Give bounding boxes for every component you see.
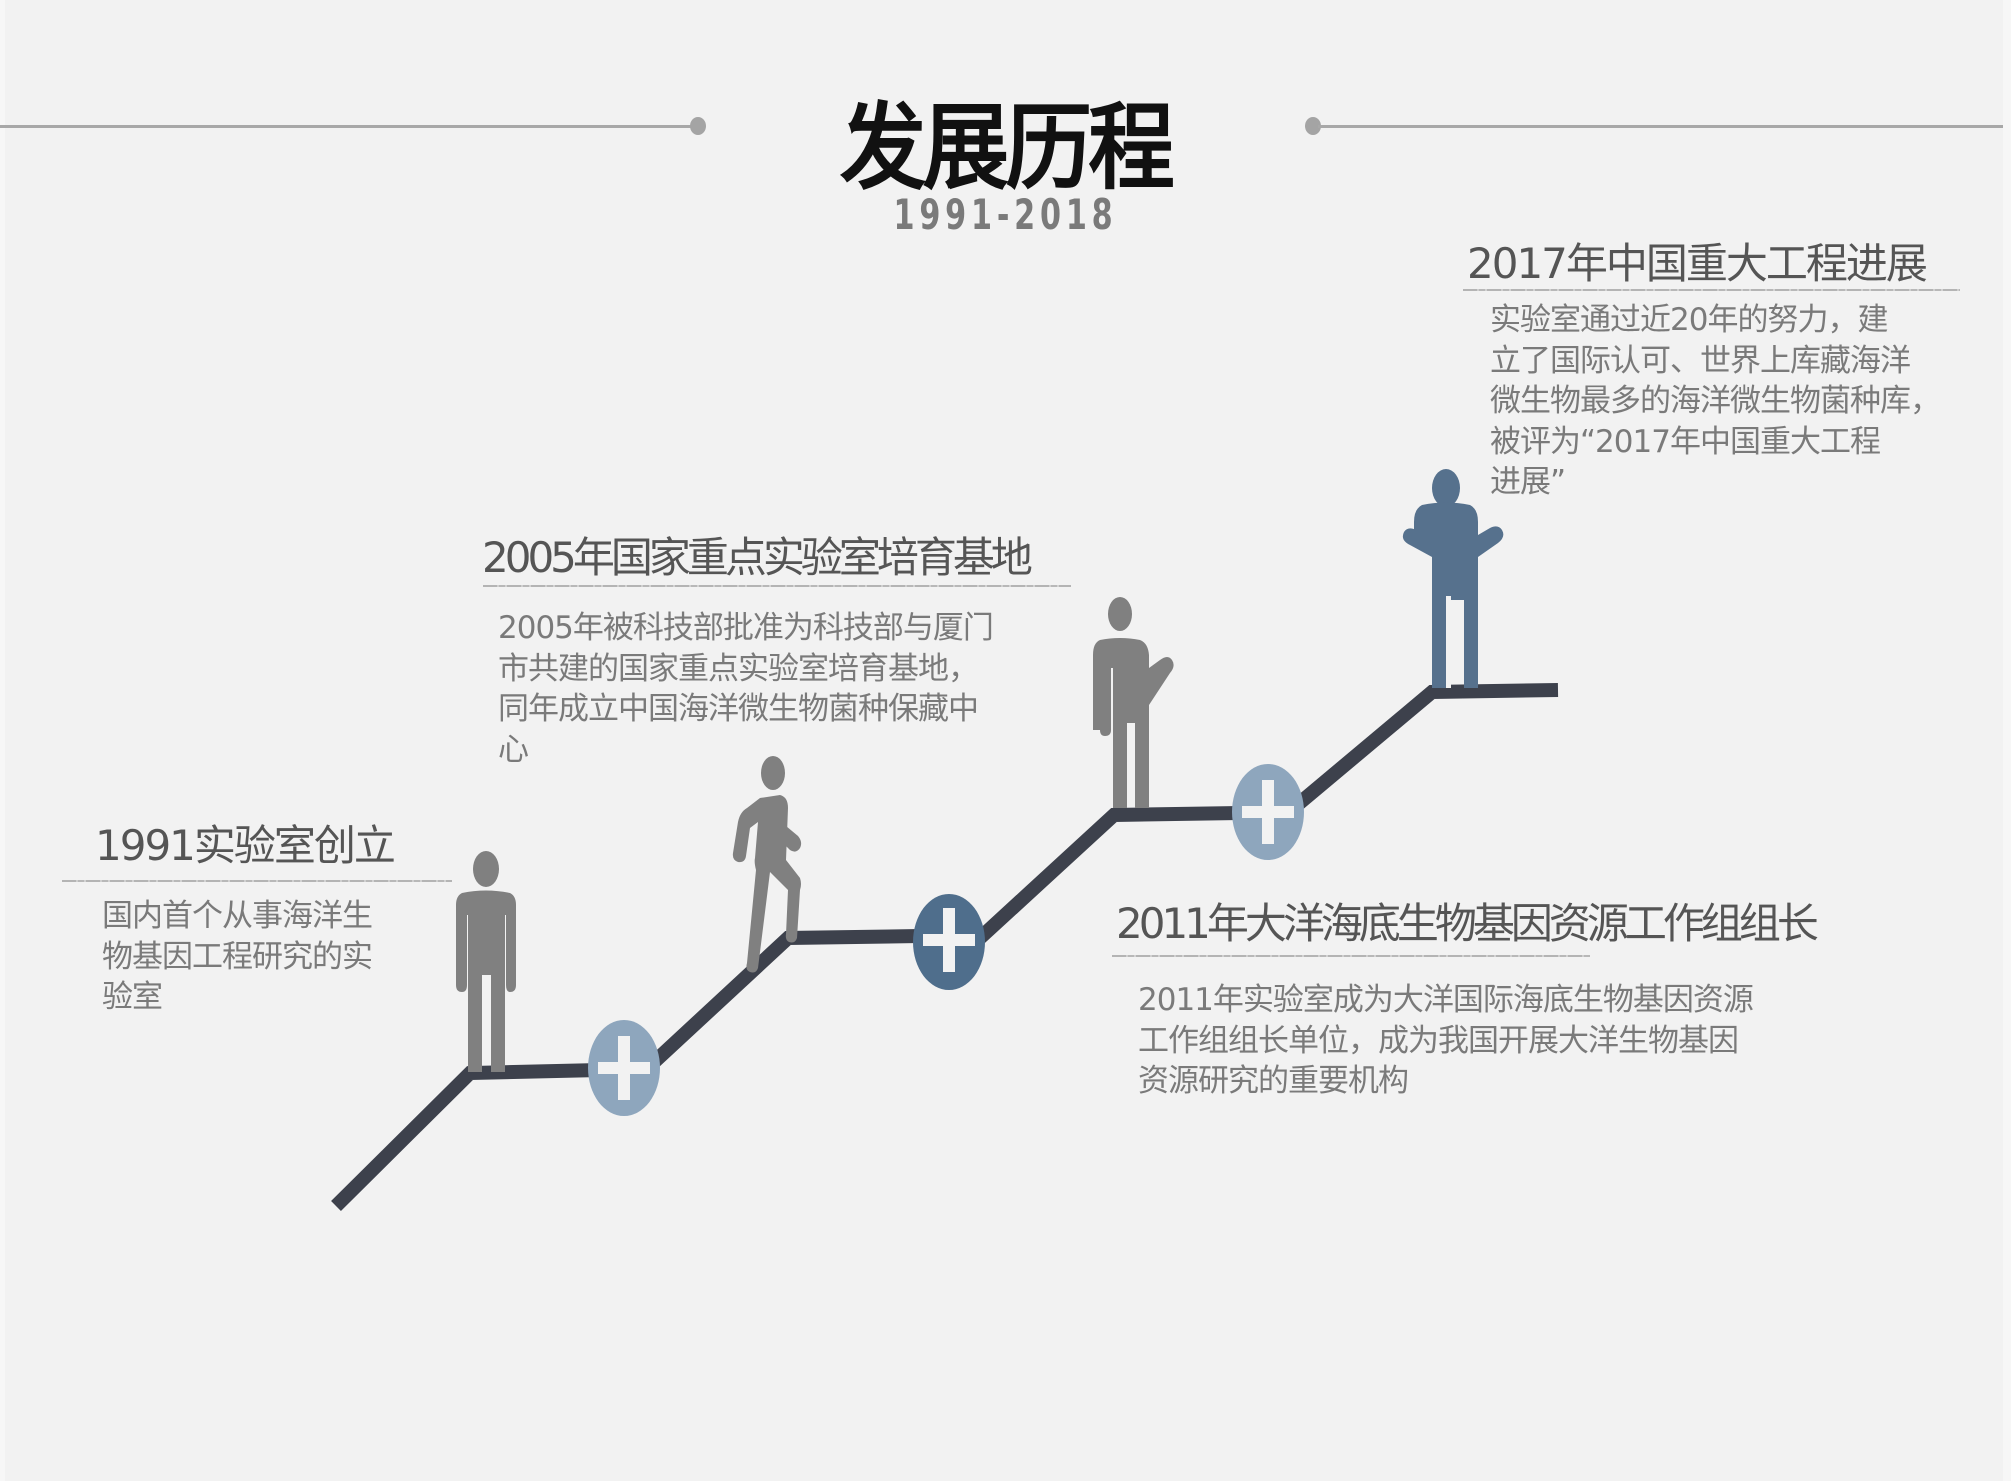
milestone-2005-heading: 2005年国家重点实验室培育基地 [482,533,1033,582]
page-subtitle: 1991-2018 [893,190,1118,239]
milestone-2005-divider [483,585,1071,587]
page-edge [0,0,5,1481]
milestone-1991-divider [62,880,452,882]
milestone-2011-description: 2011年实验室成为大洋国际海底生物基因资源 工作组组长单位，成为我国开展大洋生… [1138,982,1754,1099]
milestone-2017-description: 实验室通过近20年的努力，建 立了国际认可、世界上库藏海洋 微生物最多的海洋微生… [1490,302,1941,500]
plus-icon [923,908,975,972]
milestone-2011-heading: 2011年大洋海底生物基因资源工作组组长 [1116,899,1819,948]
header-dot-right [1305,117,1321,135]
page-edge [2003,0,2011,1481]
header-dot-left [690,117,706,135]
plus-icon [598,1036,650,1100]
milestone-1991-heading: 1991实验室创立 [95,821,396,870]
standing-person-icon [456,851,516,1072]
walking-person-icon [732,756,802,973]
waving-person-icon [1093,597,1174,808]
step-marker-2 [913,894,985,990]
plus-icon [1242,780,1294,844]
milestone-2011-divider [1112,955,1590,957]
step-marker-1 [588,1020,660,1116]
step-marker-3 [1232,764,1304,860]
milestone-1991-description: 国内首个从事海洋生 物基因工程研究的实 验室 [102,898,373,1015]
milestone-2017-divider [1463,289,1960,291]
milestone-2005-description: 2005年被科技部批准为科技部与厦门 市共建的国家重点实验室培育基地， 同年成立… [498,610,994,768]
milestone-2017-heading: 2017年中国重大工程进展 [1467,239,1928,288]
header-rule-right [1318,125,2003,128]
header-rule-left [0,125,692,128]
page-title: 发展历程 [839,94,1175,203]
shrugging-person-icon [1402,469,1504,688]
